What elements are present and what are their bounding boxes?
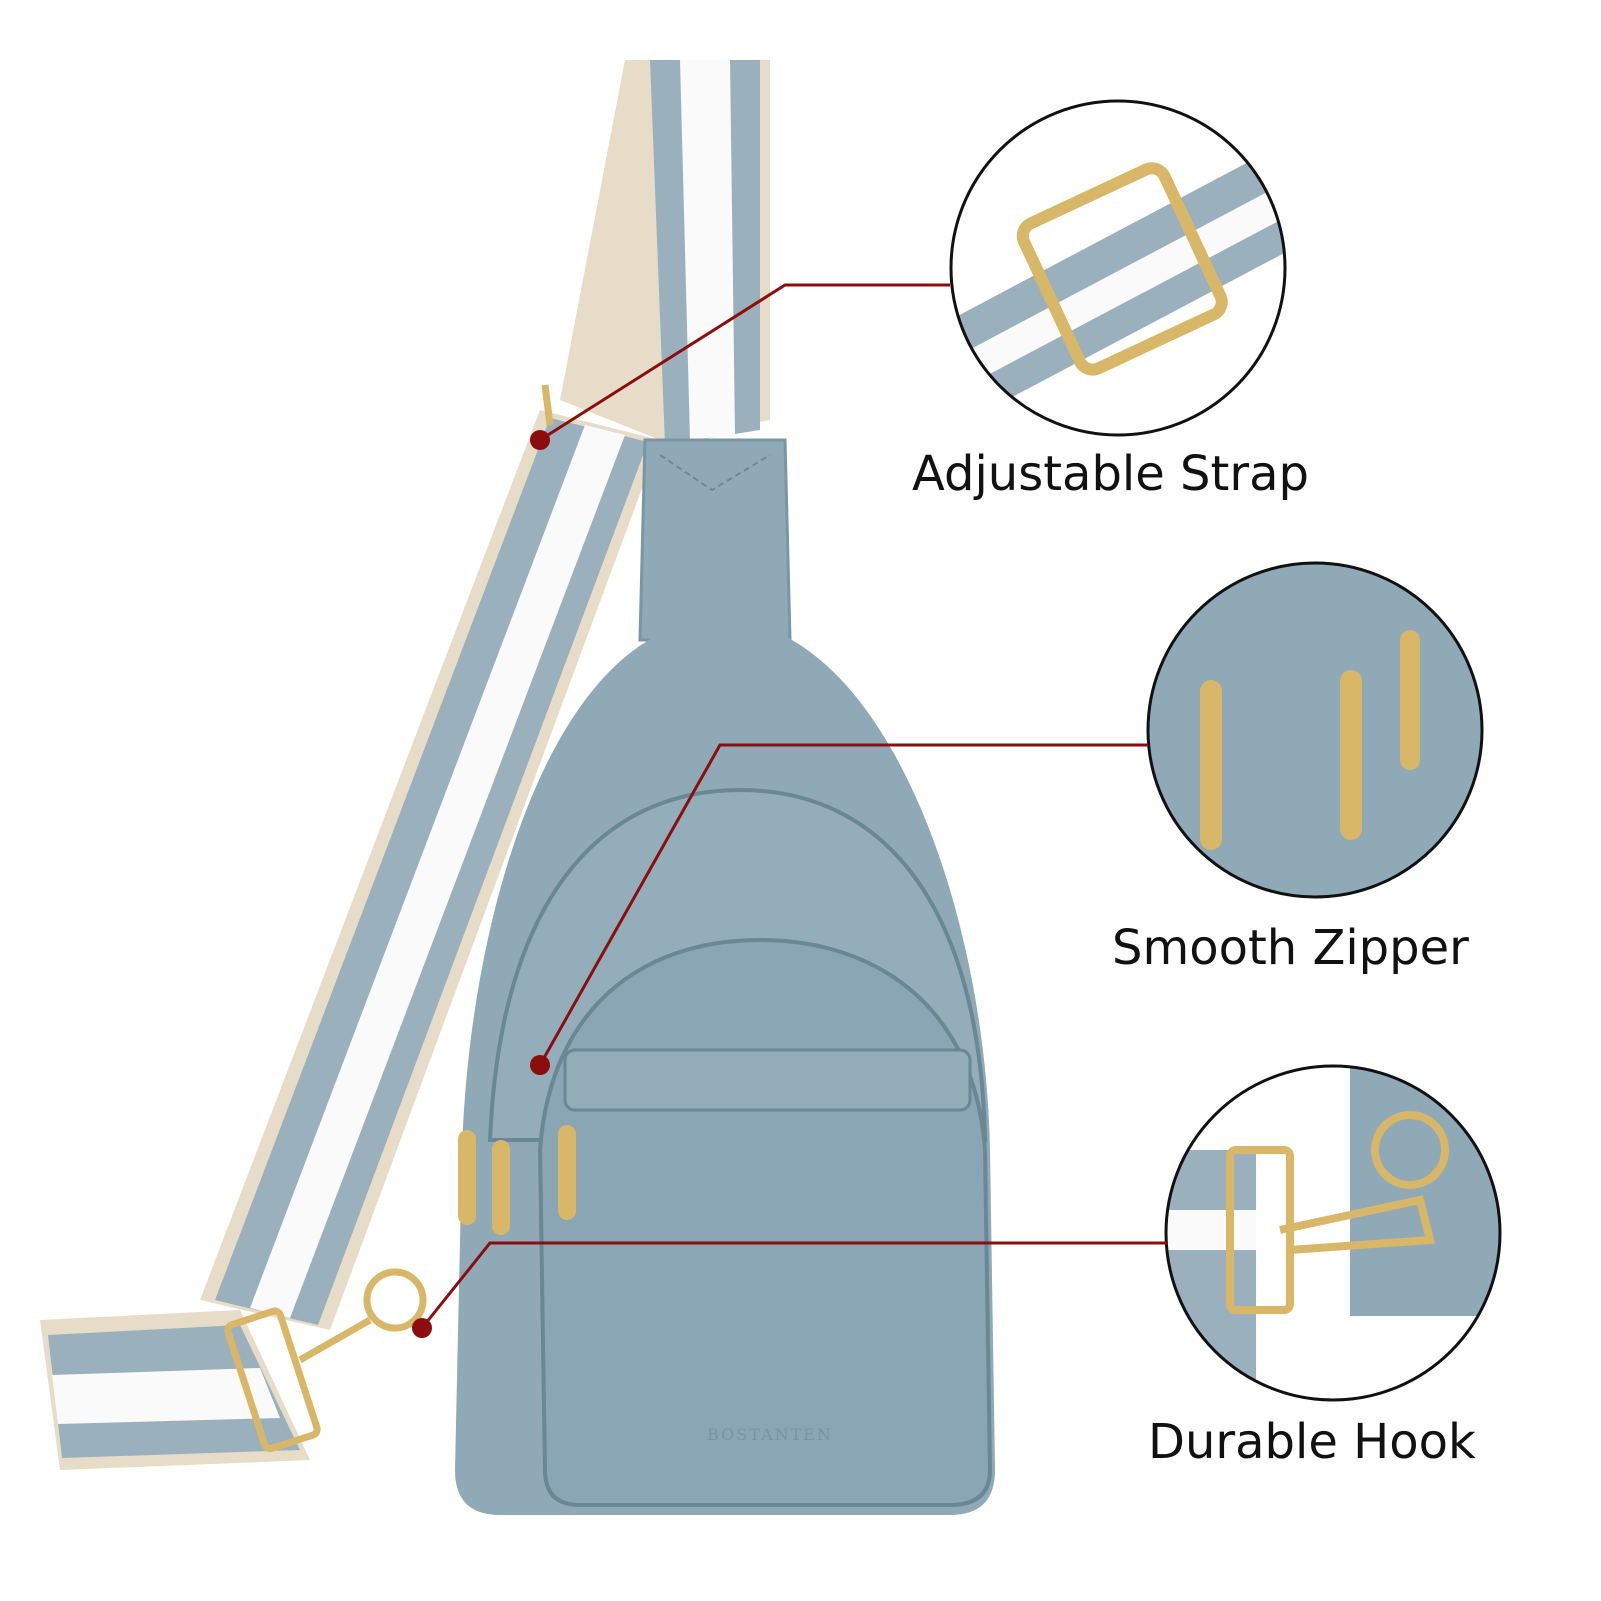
callout-circle-zipper: [1146, 561, 1484, 899]
callout-lines: [420, 283, 1168, 1329]
label-adjustable-strap: Adjustable Strap: [912, 446, 1309, 502]
zipper-pulls: [458, 1125, 576, 1235]
brand-emboss: BOSTANTEN: [707, 1425, 833, 1444]
label-durable-hook: Durable Hook: [1148, 1414, 1476, 1470]
callout-circle-strap: [949, 99, 1287, 437]
front-pocket-lower: [537, 937, 993, 1507]
callout-circle-hook: [1164, 1064, 1502, 1402]
bag-top-tab: [638, 438, 792, 642]
callout-dots: [412, 430, 550, 1338]
label-smooth-zipper: Smooth Zipper: [1112, 920, 1469, 976]
hook-hardware: [224, 384, 554, 1453]
strap-upper: [560, 60, 770, 445]
strap-lower: [40, 410, 660, 1470]
pocket-flap: [563, 1048, 972, 1112]
